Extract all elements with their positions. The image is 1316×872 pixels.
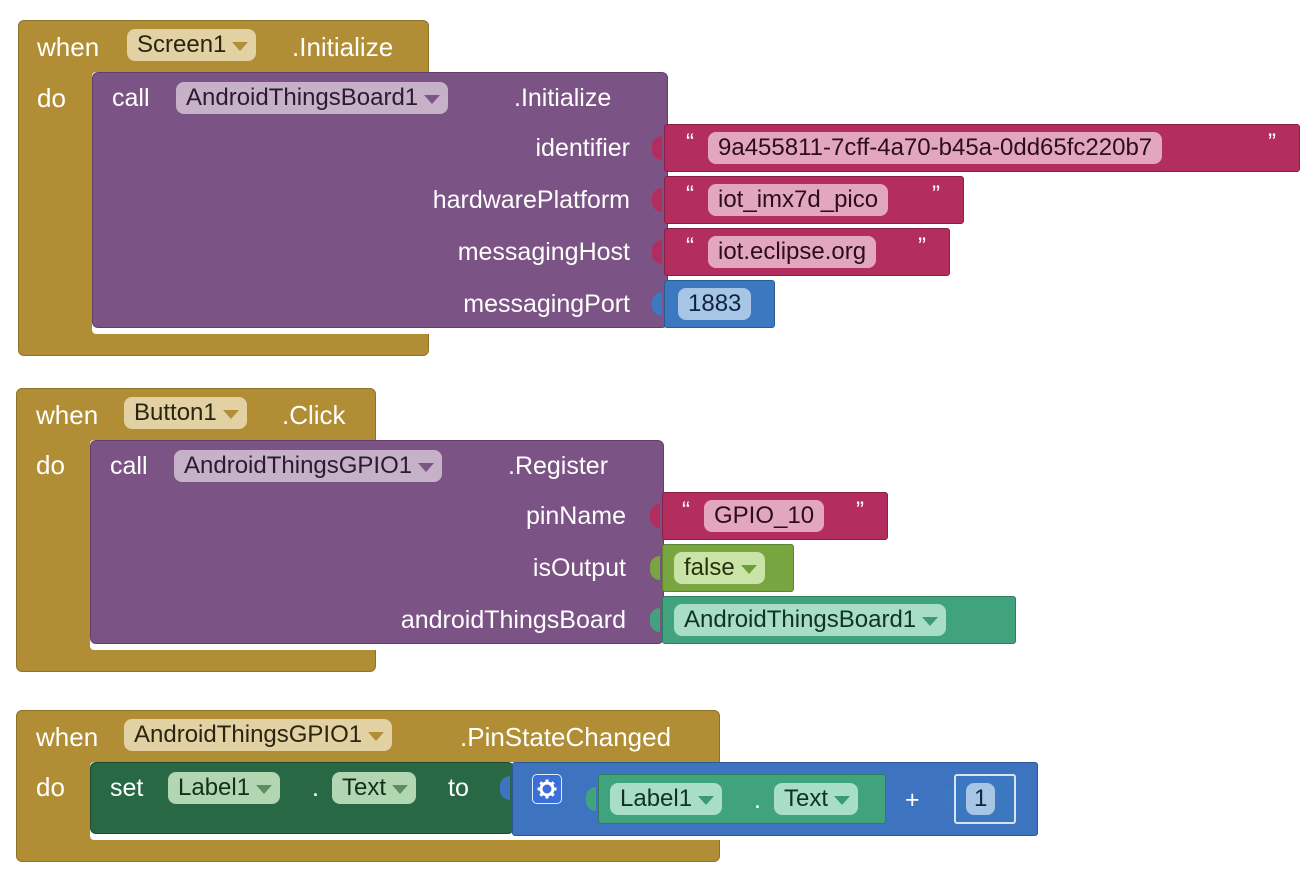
param-label-is-output: isOutput — [532, 554, 626, 582]
chevron-down-icon — [232, 41, 249, 51]
dropdown-value: Text — [784, 785, 829, 812]
open-quote: “ — [686, 181, 694, 208]
socket-plug — [944, 787, 954, 811]
hardware-platform-value[interactable]: iot_imx7d_pico — [708, 184, 889, 216]
dropdown-value: false — [684, 554, 735, 581]
chevron-down-icon — [418, 462, 435, 472]
socket-plug — [650, 556, 660, 580]
chevron-down-icon — [922, 616, 939, 626]
chevron-down-icon — [834, 795, 851, 805]
chevron-down-icon — [222, 409, 239, 419]
set-label-text-block[interactable] — [90, 762, 514, 834]
dropdown-value: AndroidThingsGPIO1 — [184, 452, 413, 479]
set-property-dropdown[interactable]: Text — [332, 772, 417, 804]
screen1-dropdown[interactable]: Screen1 — [127, 29, 257, 61]
param-label-identifier: identifier — [535, 134, 631, 162]
chevron-down-icon — [392, 784, 409, 794]
event-name-label: .PinStateChanged — [460, 722, 672, 752]
close-quote: ” — [932, 181, 940, 208]
event-name-label: .Initialize — [292, 32, 394, 62]
chevron-down-icon — [368, 731, 385, 741]
socket-plug — [650, 608, 660, 632]
get-component-dropdown[interactable]: Label1 — [610, 783, 723, 815]
board-component-dropdown[interactable]: AndroidThingsBoard1 — [674, 604, 947, 636]
gear-glyph — [537, 779, 557, 799]
board-dropdown[interactable]: AndroidThingsBoard1 — [176, 82, 449, 114]
dropdown-value: Label1 — [178, 774, 251, 801]
call-board-initialize-block[interactable] — [92, 72, 668, 328]
chevron-down-icon — [424, 94, 441, 104]
chevron-down-icon — [698, 795, 715, 805]
do-label: do — [36, 450, 65, 480]
socket-plug — [586, 787, 596, 811]
set-label: set — [110, 774, 144, 802]
param-label-hardware-platform: hardwarePlatform — [432, 186, 630, 214]
dropdown-value: AndroidThingsBoard1 — [684, 606, 917, 633]
dropdown-value: Screen1 — [137, 31, 227, 58]
close-quote: ” — [918, 233, 926, 260]
set-component-dropdown[interactable]: Label1 — [168, 772, 281, 804]
close-quote: ” — [1268, 129, 1276, 156]
pin-name-value[interactable]: GPIO_10 — [704, 500, 825, 532]
chevron-down-icon — [256, 784, 273, 794]
param-label-messaging-host: messagingHost — [457, 238, 630, 266]
socket-plug — [652, 240, 662, 264]
boolean-dropdown[interactable]: false — [674, 552, 765, 584]
param-label-pin-name: pinName — [525, 502, 626, 530]
identifier-value[interactable]: 9a455811-7cff-4a70-b45a-0dd65fc220b7 — [708, 132, 1163, 164]
when-label: when — [37, 32, 100, 62]
call-label: call — [110, 452, 148, 480]
dropdown-value: Text — [342, 774, 387, 801]
dropdown-value: AndroidThingsGPIO1 — [134, 721, 363, 748]
socket-plug — [500, 776, 510, 800]
dropdown-value: Label1 — [620, 785, 693, 812]
socket-plug — [652, 188, 662, 212]
to-label: to — [448, 774, 469, 802]
method-label: .Initialize — [514, 84, 612, 112]
param-label-android-things-board: androidThingsBoard — [400, 606, 626, 634]
messaging-host-value[interactable]: iot.eclipse.org — [708, 236, 877, 268]
do-label: do — [36, 772, 65, 802]
when-label: when — [36, 400, 99, 430]
open-quote: “ — [686, 233, 694, 260]
dropdown-value: AndroidThingsBoard1 — [186, 84, 419, 111]
chevron-down-icon — [740, 564, 757, 574]
param-label-messaging-port: messagingPort — [463, 290, 630, 318]
dot-label: . — [312, 774, 319, 802]
call-label: call — [112, 84, 150, 112]
messaging-port-value[interactable]: 1883 — [678, 288, 752, 320]
socket-plug — [652, 292, 662, 316]
open-quote: “ — [682, 497, 690, 524]
socket-plug — [652, 136, 662, 160]
number-value[interactable]: 1 — [966, 783, 996, 815]
gear-icon[interactable] — [532, 774, 562, 804]
do-label: do — [37, 83, 66, 113]
get-property-dropdown[interactable]: Text — [774, 783, 859, 815]
when-label: when — [36, 722, 99, 752]
event-name-label: .Click — [282, 400, 346, 430]
socket-plug — [650, 504, 660, 528]
close-quote: ” — [856, 497, 864, 524]
gpio-event-dropdown[interactable]: AndroidThingsGPIO1 — [124, 719, 393, 751]
gpio-dropdown[interactable]: AndroidThingsGPIO1 — [174, 450, 443, 482]
method-label: .Register — [508, 452, 609, 480]
open-quote: “ — [686, 129, 694, 156]
button1-dropdown[interactable]: Button1 — [124, 397, 247, 429]
dot-label: . — [754, 786, 761, 814]
plus-operator-label: + — [905, 786, 920, 814]
dropdown-value: Button1 — [134, 399, 217, 426]
